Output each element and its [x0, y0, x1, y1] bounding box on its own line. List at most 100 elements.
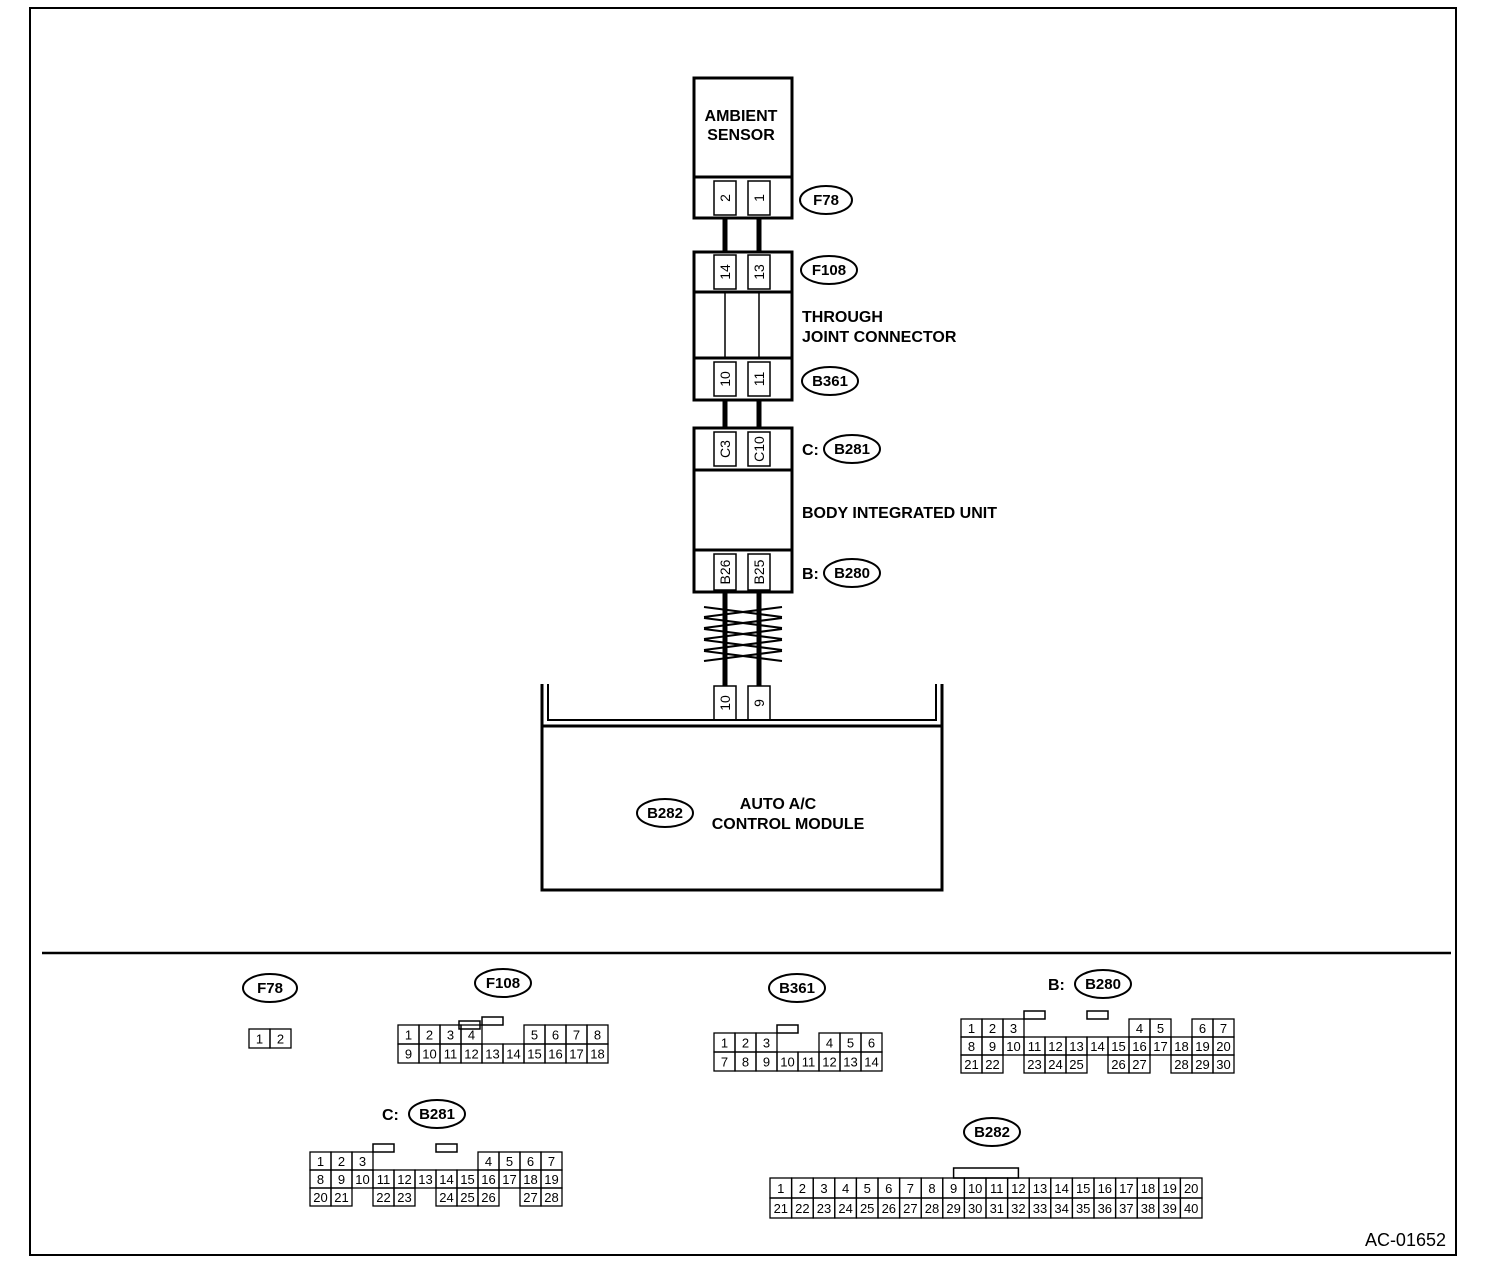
connector-badge-f78 [799, 185, 853, 215]
pinout-prefix: B: [1048, 977, 1065, 994]
pin-cell [477, 1187, 500, 1207]
pin-b282-9: 9 [751, 699, 767, 707]
body-integrated-unit-box [692, 426, 794, 594]
pin-number: 20 [1184, 1181, 1198, 1196]
pin-number: 31 [990, 1201, 1004, 1216]
pin-cell [269, 1028, 292, 1049]
pin-number: 10 [1006, 1039, 1020, 1054]
pin-number: 7 [907, 1181, 914, 1196]
pin-number: 19 [1162, 1181, 1176, 1196]
pin-number: 10 [355, 1172, 369, 1187]
through-joint-label-1: THROUGH [802, 309, 883, 326]
pin-number: 9 [763, 1055, 770, 1070]
pin-number: 5 [531, 1028, 538, 1043]
pin-number: 14 [506, 1047, 520, 1062]
pin-number: 13 [1069, 1039, 1083, 1054]
pin-f108-14: 14 [717, 264, 733, 280]
pin-number: 11 [802, 1055, 816, 1070]
pin-number: 6 [527, 1154, 534, 1169]
through-joint-label-2: JOINT CONNECTOR [802, 329, 957, 346]
pin-number: 15 [1111, 1039, 1125, 1054]
connector-f78-label: F78 [813, 192, 839, 209]
pin-cell [1179, 1197, 1203, 1219]
pin-number: 4 [842, 1181, 849, 1196]
pin-number: 10 [422, 1047, 436, 1062]
pin-number: 25 [460, 1190, 474, 1205]
connector-badge-f108 [800, 255, 858, 285]
pin-b281-c10: C10 [751, 436, 767, 462]
pin-number: 22 [376, 1190, 390, 1205]
twisted-pair-marks [703, 606, 783, 662]
pin-number: 26 [481, 1190, 495, 1205]
pinout-title-badge [408, 1099, 466, 1129]
pin-number: 13 [485, 1047, 499, 1062]
pin-number: 4 [1136, 1021, 1143, 1036]
pin-number: 27 [903, 1201, 917, 1216]
pin-cell [330, 1187, 353, 1207]
pinout-prefix: C: [382, 1107, 399, 1124]
pin-number: 16 [1098, 1181, 1112, 1196]
pin-number: 15 [460, 1172, 474, 1187]
pinout-title-badge [1074, 969, 1132, 999]
pin-number: 22 [985, 1057, 999, 1072]
pin-number: 6 [868, 1036, 875, 1051]
pin-number: 9 [950, 1181, 957, 1196]
pin-number: 10 [780, 1055, 794, 1070]
pinout-title-badge [768, 973, 826, 1003]
pin-number: 7 [721, 1055, 728, 1070]
pin-number: 1 [721, 1036, 728, 1051]
connector-badge-b361 [801, 366, 859, 396]
ambient-sensor-label-1: AMBIENT [705, 108, 778, 125]
pin-number: 16 [481, 1172, 495, 1187]
pinout-title: B282 [974, 1124, 1010, 1141]
pin-number: 38 [1141, 1201, 1155, 1216]
pin-number: 25 [1069, 1057, 1083, 1072]
pin-number: 4 [485, 1154, 492, 1169]
pin-number: 6 [552, 1028, 559, 1043]
pin-number: 11 [377, 1172, 391, 1187]
pin-number: 2 [799, 1181, 806, 1196]
connector-badge-b282 [636, 798, 694, 828]
pin-number: 12 [822, 1055, 836, 1070]
pin-number: 33 [1033, 1201, 1047, 1216]
pin-number: 13 [1033, 1181, 1047, 1196]
pin-number: 17 [502, 1172, 516, 1187]
pin-number: 23 [1027, 1057, 1041, 1072]
pin-number: 29 [1195, 1057, 1209, 1072]
pin-cell [393, 1187, 416, 1207]
pin-number: 18 [590, 1047, 604, 1062]
pin-number: 27 [1132, 1057, 1146, 1072]
pin-number: 6 [1199, 1021, 1206, 1036]
pin-number: 24 [1048, 1057, 1062, 1072]
pin-cell [586, 1043, 609, 1064]
pin-number: 9 [989, 1039, 996, 1054]
pin-number: 18 [1141, 1181, 1155, 1196]
pin-b282-10: 10 [717, 695, 733, 711]
pinout-title: B281 [419, 1106, 455, 1123]
ambient-sensor-box [692, 76, 794, 220]
pin-number: 14 [1090, 1039, 1104, 1054]
pin-b280-b26: B26 [717, 559, 733, 584]
pin-number: 21 [334, 1190, 348, 1205]
pin-b281-c3: C3 [717, 440, 733, 458]
pin-number: 12 [1048, 1039, 1062, 1054]
pin-number: 29 [946, 1201, 960, 1216]
pin-number: 21 [774, 1201, 788, 1216]
pinout-title: F108 [486, 975, 520, 992]
pinout-title: B361 [779, 980, 815, 997]
pin-number: 20 [1216, 1039, 1230, 1054]
pin-cell [1065, 1054, 1088, 1074]
pin-number: 3 [1010, 1021, 1017, 1036]
connector-key-tab [1023, 1010, 1046, 1020]
connector-key-tab [1086, 1010, 1109, 1020]
pin-number: 34 [1054, 1201, 1068, 1216]
pin-number: 16 [548, 1047, 562, 1062]
pinout-title-badge [963, 1117, 1021, 1147]
pin-number: 3 [763, 1036, 770, 1051]
pin-number: 13 [843, 1055, 857, 1070]
pin-number: 21 [964, 1057, 978, 1072]
pin-number: 28 [544, 1190, 558, 1205]
